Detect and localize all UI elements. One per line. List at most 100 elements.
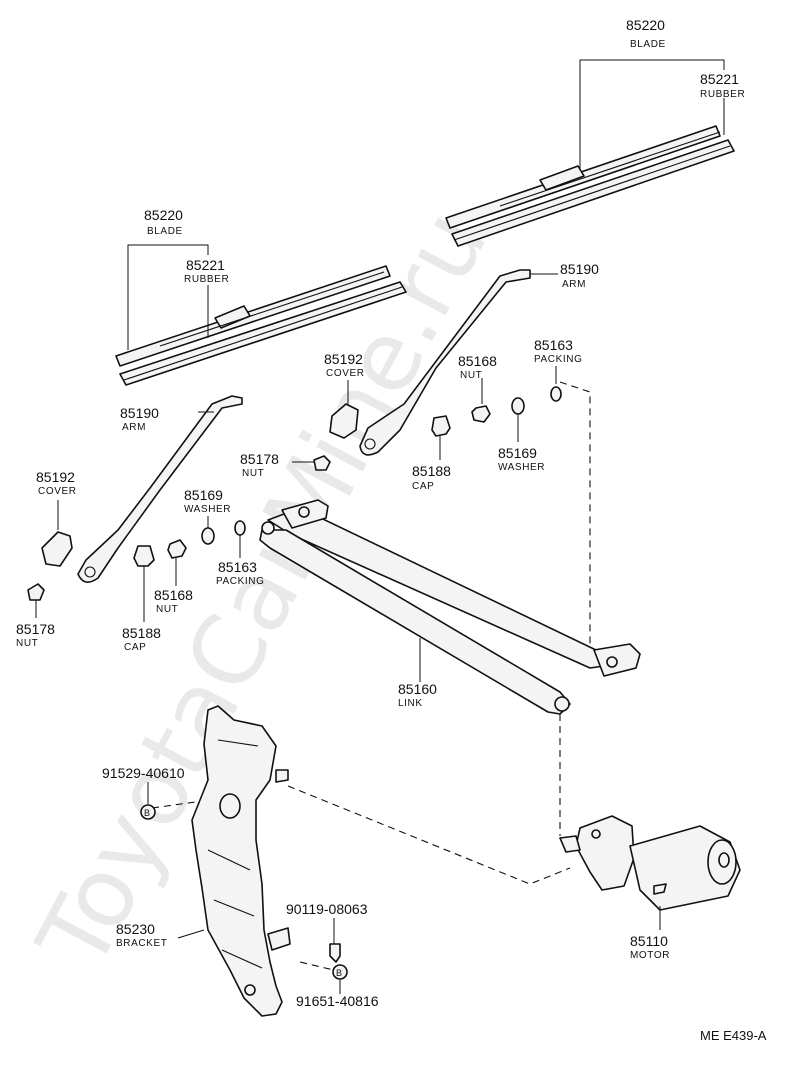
label-nut-small-left: 85178 NUT <box>16 621 55 649</box>
label-packing-left: 85163 PACKING <box>216 559 264 587</box>
link-drawing <box>259 499 641 715</box>
svg-text:PACKING: PACKING <box>534 354 582 365</box>
arm-left-drawing <box>77 395 243 583</box>
label-bolt-lower: 91651-40816 <box>296 993 379 1009</box>
svg-text:85163: 85163 <box>218 559 257 575</box>
label-link: 85160 LINK <box>398 681 437 709</box>
svg-text:BRACKET: BRACKET <box>116 938 167 949</box>
svg-text:85221: 85221 <box>186 257 225 273</box>
svg-text:CAP: CAP <box>412 481 434 492</box>
cover-right-drawing <box>329 403 359 439</box>
svg-text:CAP: CAP <box>124 642 146 653</box>
svg-text:ARM: ARM <box>122 422 146 433</box>
label-blade-right: 85220 BLADE <box>626 17 666 50</box>
label-blade-left: 85220 BLADE <box>144 207 183 237</box>
nut-right-drawing <box>471 405 491 423</box>
label-rubber-left: 85221 RUBBER <box>184 257 229 285</box>
label-washer-left: 85169 WASHER <box>184 487 231 515</box>
svg-text:85110: 85110 <box>630 933 668 949</box>
svg-text:LINK: LINK <box>398 698 423 709</box>
svg-text:RUBBER: RUBBER <box>184 274 229 285</box>
bracket-drawing <box>191 705 291 1017</box>
blade-left-drawing <box>115 265 407 386</box>
svg-text:85168: 85168 <box>154 587 193 603</box>
svg-text:PACKING: PACKING <box>216 576 264 587</box>
svg-text:85221: 85221 <box>700 71 739 87</box>
svg-text:85220: 85220 <box>144 207 183 223</box>
label-cover-left: 85192 COVER <box>36 469 77 497</box>
svg-text:WASHER: WASHER <box>498 462 545 473</box>
svg-text:MOTOR: MOTOR <box>630 950 670 961</box>
label-cap-right: 85188 CAP <box>412 463 451 492</box>
svg-text:91529-40610: 91529-40610 <box>102 765 185 781</box>
label-bracket: 85230 BRACKET <box>116 921 167 949</box>
svg-text:NUT: NUT <box>16 638 38 649</box>
svg-text:WASHER: WASHER <box>184 504 231 515</box>
label-motor: 85110 MOTOR <box>630 933 670 961</box>
svg-text:NUT: NUT <box>460 370 482 381</box>
blade-right-leader <box>579 59 725 170</box>
bolt-upper-drawing: B <box>140 804 156 820</box>
blade-right-drawing <box>445 125 735 247</box>
nut-small-right-drawing <box>313 455 331 471</box>
figure-ref: ME E439-A <box>700 1028 767 1043</box>
svg-text:ARM: ARM <box>562 279 586 290</box>
bolt-lower-drawing: B <box>332 964 348 980</box>
svg-text:85169: 85169 <box>184 487 223 503</box>
svg-text:90119-08063: 90119-08063 <box>286 901 368 917</box>
motor-drawing <box>559 815 741 911</box>
bracket-to-motor-dash <box>287 785 571 885</box>
nut-small-left-drawing <box>27 583 45 601</box>
svg-text:85163: 85163 <box>534 337 573 353</box>
label-cover-right: 85192 COVER <box>324 351 365 379</box>
washer-right-drawing <box>511 397 525 415</box>
svg-text:85160: 85160 <box>398 681 437 697</box>
svg-text:85230: 85230 <box>116 921 155 937</box>
svg-text:85188: 85188 <box>122 625 161 641</box>
svg-text:85169: 85169 <box>498 445 537 461</box>
cover-left-drawing <box>41 531 73 567</box>
svg-text:B: B <box>144 808 150 818</box>
washer-left-drawing <box>201 527 215 545</box>
svg-text:BLADE: BLADE <box>630 39 666 50</box>
svg-text:COVER: COVER <box>38 486 77 497</box>
arm-right-drawing <box>359 269 531 456</box>
label-nut-left: 85168 NUT <box>154 587 193 615</box>
svg-text:85190: 85190 <box>120 405 159 421</box>
svg-text:COVER: COVER <box>326 368 365 379</box>
label-cap-left: 85188 CAP <box>122 625 161 653</box>
svg-text:85178: 85178 <box>16 621 55 637</box>
svg-text:85168: 85168 <box>458 353 497 369</box>
svg-text:NUT: NUT <box>242 468 264 479</box>
cap-left-drawing <box>133 545 155 567</box>
packing-left-drawing <box>234 520 246 536</box>
svg-text:NUT: NUT <box>156 604 178 615</box>
cap-right-drawing <box>431 415 451 437</box>
label-nut-small-right: 85178 NUT <box>240 451 279 479</box>
label-bolt-upper: 91529-40610 <box>102 765 185 781</box>
label-washer-right: 85169 WASHER <box>498 445 545 473</box>
svg-text:85190: 85190 <box>560 261 599 277</box>
svg-text:85192: 85192 <box>36 469 75 485</box>
packing-to-link-dash <box>559 381 591 648</box>
label-nut-right: 85168 NUT <box>458 353 497 381</box>
label-arm-left: 85190 ARM <box>120 405 159 433</box>
svg-text:85192: 85192 <box>324 351 363 367</box>
blade-left-leader <box>127 244 209 350</box>
label-packing-right: 85163 PACKING <box>534 337 582 365</box>
label-arm-right: 85190 ARM <box>560 261 599 290</box>
nut-left-drawing <box>167 539 187 559</box>
svg-text:91651-40816: 91651-40816 <box>296 993 379 1009</box>
packing-right-drawing <box>550 386 562 402</box>
svg-text:85220: 85220 <box>626 17 665 33</box>
screw-drawing <box>329 943 341 963</box>
svg-text:85188: 85188 <box>412 463 451 479</box>
label-rubber-right: 85221 RUBBER <box>700 71 745 100</box>
svg-text:BLADE: BLADE <box>147 226 183 237</box>
svg-text:B: B <box>336 968 342 978</box>
label-screw: 90119-08063 <box>286 901 368 917</box>
bracket-leader <box>177 929 205 939</box>
svg-text:85178: 85178 <box>240 451 279 467</box>
svg-text:RUBBER: RUBBER <box>700 89 745 100</box>
